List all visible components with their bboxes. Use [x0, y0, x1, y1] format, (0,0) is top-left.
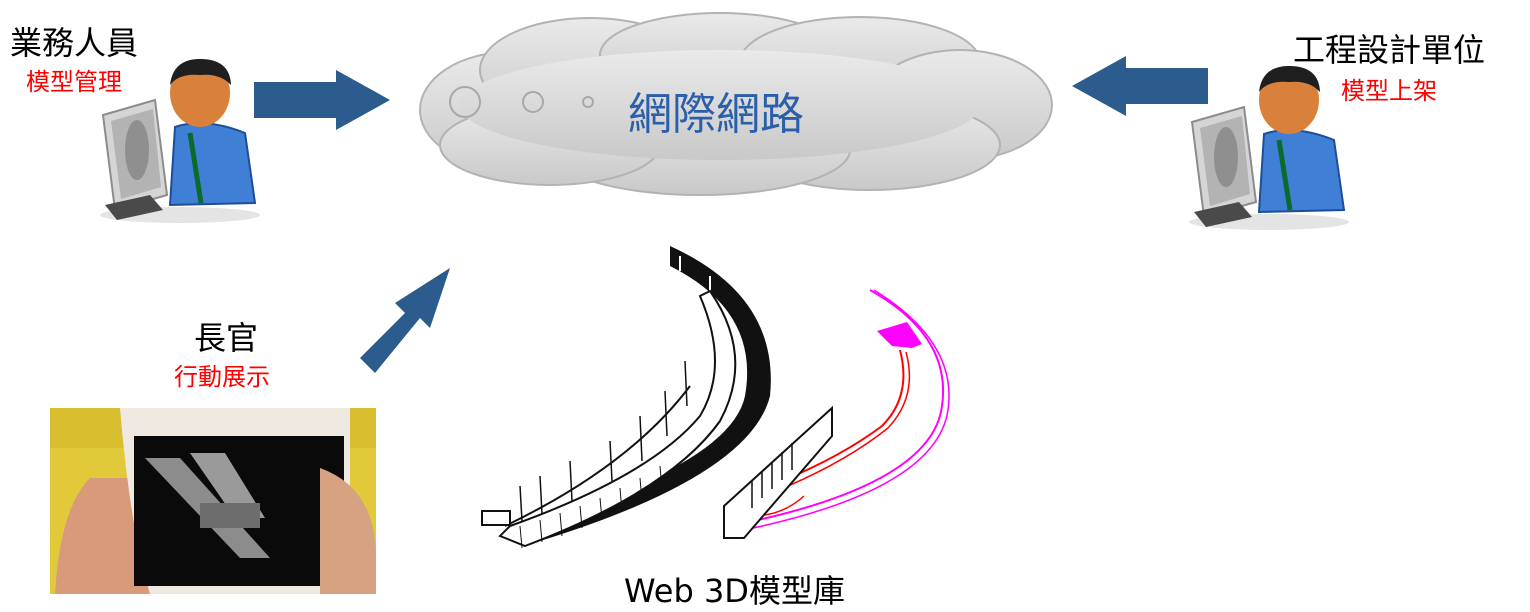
smartphone-icon: [50, 408, 376, 594]
arrow-icon-engineering-to-cloud: [1072, 56, 1208, 116]
manager-actor-name: 長官: [194, 319, 259, 357]
internet-cloud: [419, 12, 1053, 196]
bridge-model-icon: [481, 246, 771, 549]
manager-actor-role: 行動展示: [174, 363, 270, 391]
arrow-icon-manager-to-cloud: [360, 268, 450, 373]
business-actor-name: 業務人員: [10, 24, 139, 62]
cloud-label: 網際網路: [628, 89, 804, 140]
business-actor-role: 模型管理: [26, 68, 122, 96]
engineering-actor-role: 模型上架: [1341, 77, 1437, 105]
engineering-actor-name: 工程設計單位: [1293, 31, 1486, 69]
user-computer-icon: [1189, 66, 1349, 230]
arrow-icon-business-to-cloud: [254, 70, 390, 130]
user-computer-icon: [100, 59, 260, 223]
route-model-icon: [723, 289, 950, 539]
model-library-caption: Web 3D模型庫: [624, 572, 845, 610]
